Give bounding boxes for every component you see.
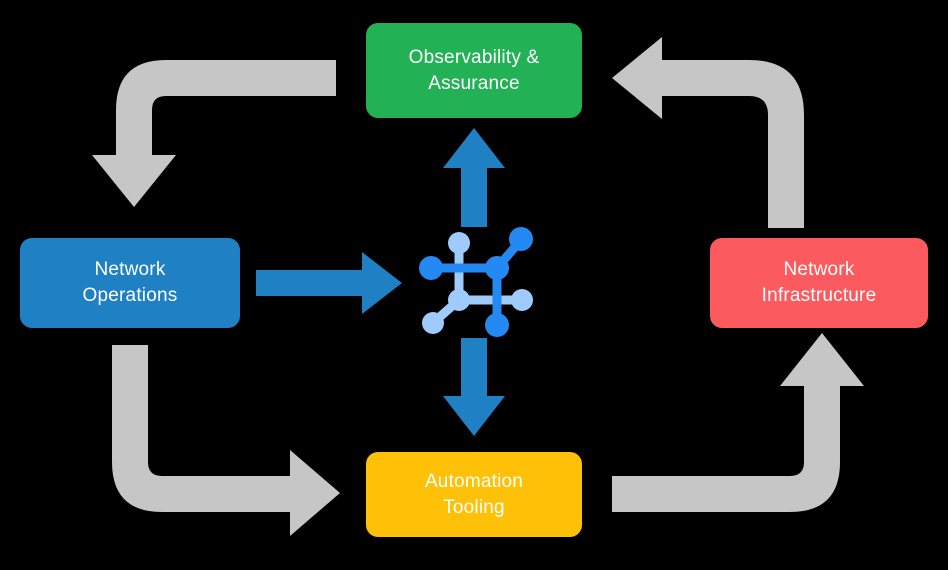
- arrow-center-to-observability: [443, 128, 505, 227]
- node-network-operations[interactable]: Network Operations: [20, 238, 240, 328]
- arrow-operations-to-automation: [112, 345, 340, 536]
- arrow-center-to-automation: [443, 338, 505, 436]
- arrow-operations-to-center: [256, 252, 402, 314]
- arrow-observability-to-operations: [92, 60, 336, 207]
- arrow-infrastructure-to-observability: [612, 37, 804, 228]
- node-network-infrastructure[interactable]: Network Infrastructure: [710, 238, 928, 328]
- node-observability-assurance[interactable]: Observability & Assurance: [366, 23, 582, 118]
- node-automation-tooling[interactable]: Automation Tooling: [366, 452, 582, 537]
- arrow-automation-to-infrastructure: [612, 333, 864, 512]
